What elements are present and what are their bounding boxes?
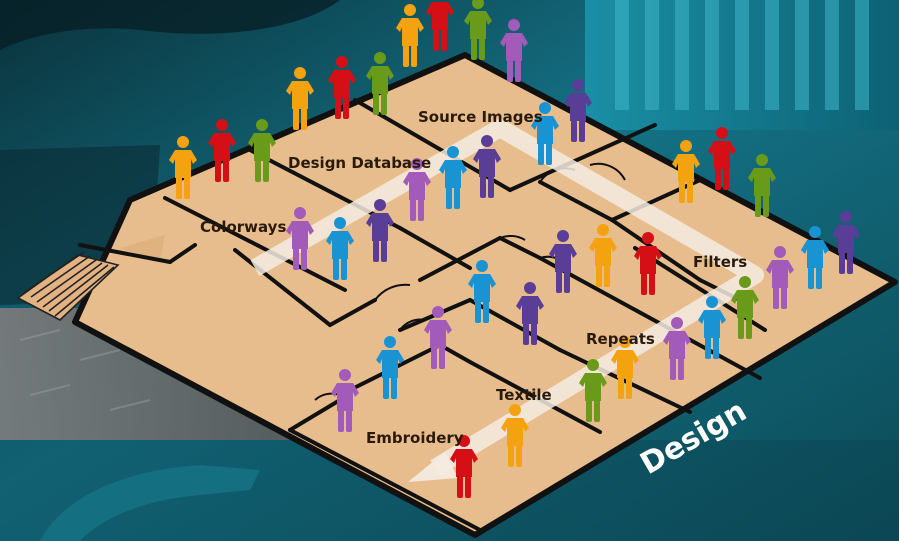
person-icon [169, 136, 197, 199]
room-label-embroidery: Embroidery [366, 429, 464, 447]
person-icon [748, 154, 776, 217]
room-label-textile: Textile [496, 386, 552, 404]
person-icon [286, 207, 314, 270]
person-icon [426, 2, 454, 51]
person-icon [500, 19, 528, 82]
person-icon [708, 127, 736, 190]
room-label-source-images: Source Images [418, 108, 543, 126]
person-icon [549, 230, 577, 293]
person-icon [376, 336, 404, 399]
person-icon [564, 79, 592, 142]
staircase-icon [16, 251, 120, 321]
person-icon [396, 4, 424, 67]
person-icon [450, 435, 478, 498]
person-icon [468, 260, 496, 323]
person-icon [531, 102, 559, 165]
person-icon [698, 296, 726, 359]
person-icon [248, 119, 276, 182]
person-icon [611, 336, 639, 399]
person-icon [801, 226, 829, 289]
room-label-design-database: Design Database [288, 154, 431, 172]
person-icon [766, 246, 794, 309]
person-icon [439, 146, 467, 209]
person-icon [501, 404, 529, 467]
person-icon [366, 199, 394, 262]
person-icon [832, 211, 860, 274]
person-icon [403, 158, 431, 221]
person-icon [663, 317, 691, 380]
room-label-colorways: Colorways [200, 218, 286, 236]
person-icon [326, 217, 354, 280]
person-icon [516, 282, 544, 345]
person-icon [328, 56, 356, 119]
person-icon [672, 140, 700, 203]
person-icon [579, 359, 607, 422]
person-icon [366, 52, 394, 115]
person-icon [286, 67, 314, 130]
person-icon [589, 224, 617, 287]
person-icon [424, 306, 452, 369]
person-icon [634, 232, 662, 295]
person-icon [731, 276, 759, 339]
room-label-filters: Filters [693, 253, 747, 271]
person-icon [331, 369, 359, 432]
person-icon [464, 0, 492, 60]
person-icon [473, 135, 501, 198]
route-arrow-icon [250, 119, 764, 482]
person-icon [208, 119, 236, 182]
room-label-repeats: Repeats [586, 330, 655, 348]
people-group [169, 0, 860, 498]
